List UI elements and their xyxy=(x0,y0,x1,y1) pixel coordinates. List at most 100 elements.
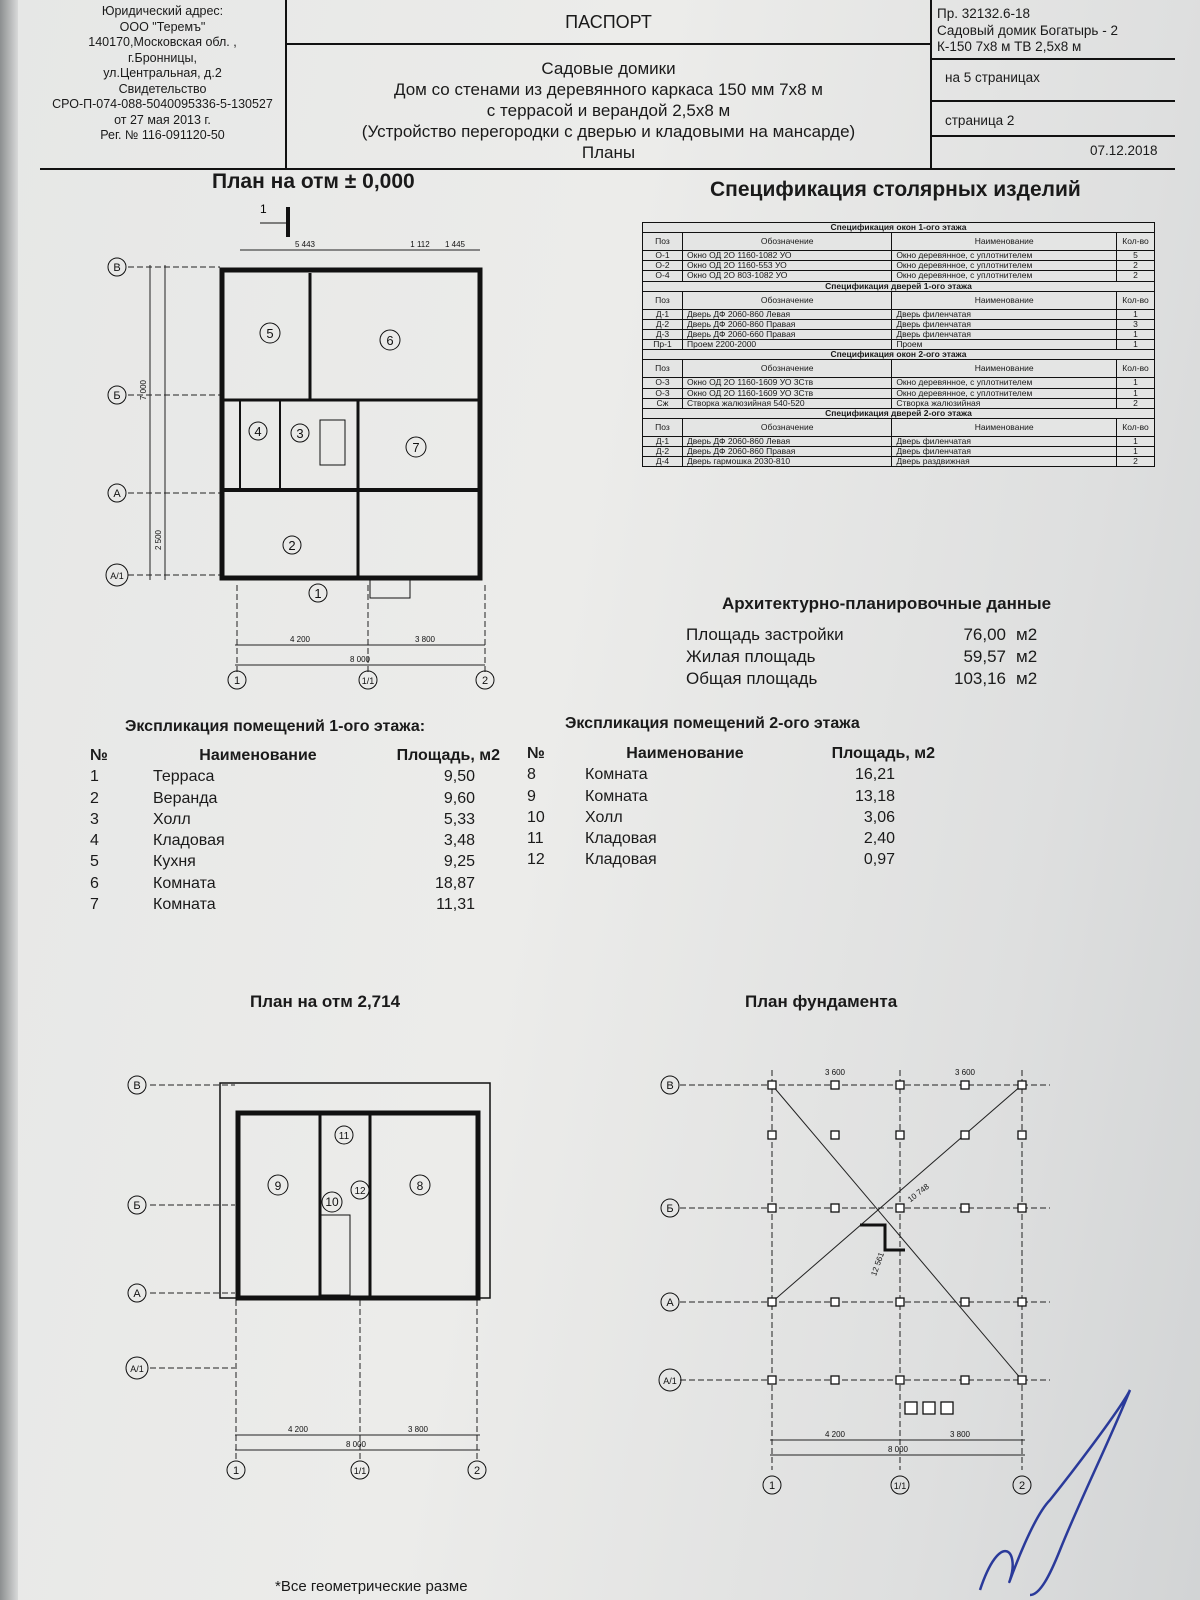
expl-column-header: Площадь, м2 xyxy=(831,745,935,762)
header-divider xyxy=(930,0,932,168)
pile-marker xyxy=(767,1203,777,1213)
room-11-label: 11 xyxy=(339,1131,350,1142)
spec-cell: 2 xyxy=(1116,456,1155,468)
spec-cell: Д-3 xyxy=(642,328,683,341)
spec-cell: Окно ОД 2О 803-1082 УО xyxy=(681,270,893,282)
spec-cell: Д-4 xyxy=(642,456,683,468)
axis-label: Б xyxy=(113,390,120,402)
spec-section-row: Спецификация дверей 2-ого этажа xyxy=(642,407,1155,419)
room-8-label: 8 xyxy=(417,1179,424,1193)
pile-marker xyxy=(960,1203,970,1213)
dim-label: 4 200 xyxy=(288,1425,309,1434)
room-2-label: 2 xyxy=(288,538,295,553)
room-3-label: 3 xyxy=(296,426,303,441)
room-7-label: 7 xyxy=(412,440,419,455)
spec-cell: О-1 xyxy=(642,249,683,262)
axis-label: Б xyxy=(666,1203,673,1215)
spec-cell: Проем xyxy=(891,339,1117,351)
spec-section-row: Спецификация окон 1-ого этажа xyxy=(642,222,1155,233)
expl-cell: 4 xyxy=(90,832,99,850)
axis-label: 1 xyxy=(234,675,240,687)
signature xyxy=(978,1389,1132,1597)
pile-marker xyxy=(960,1297,970,1307)
spec-cell: Окно деревянное, с уплотнителем xyxy=(891,249,1117,262)
spec-column-header: Поз xyxy=(642,290,683,310)
pile-marker xyxy=(960,1080,970,1090)
spec-cell: Сж xyxy=(642,397,683,409)
attic-wall xyxy=(235,1110,481,1301)
spec-column-header: Поз xyxy=(642,232,683,251)
header-divider xyxy=(930,135,1175,137)
arch-unit: м2 xyxy=(1016,625,1038,644)
pile-marker xyxy=(904,1401,918,1415)
axis-label: А/1 xyxy=(110,571,124,581)
plan3-title: План фундамента xyxy=(745,992,898,1011)
entrance-steps xyxy=(369,577,411,599)
expl-cell: Холл xyxy=(153,810,191,828)
spec-column-header: Наименование xyxy=(891,417,1117,437)
expl-cell: 3,48 xyxy=(443,832,475,850)
axis-label: 2 xyxy=(482,675,488,687)
spec-cell: Дверь филенчатая xyxy=(891,318,1117,330)
spec-cell: 2 xyxy=(1116,260,1155,272)
attic-floor-plan: 8 9 10 11 12 4 200 3 800 8 000 В Б А А/1… xyxy=(125,1075,491,1480)
address-line: Свидетельство xyxy=(118,81,207,96)
expl-cell: Комната xyxy=(585,766,648,784)
arch-unit: м2 xyxy=(1016,647,1038,666)
header-divider xyxy=(285,43,930,45)
spec-cell: Окно деревянное, с уплотнителем xyxy=(891,270,1117,282)
axis-label: Б xyxy=(133,1200,140,1212)
spec-cell: Окно деревянное, с уплотнителем xyxy=(891,260,1117,272)
pile-marker xyxy=(960,1375,970,1385)
arch-label: Площадь застройки xyxy=(686,625,844,644)
spec-cell: 1 xyxy=(1116,446,1155,458)
room-6-label: 6 xyxy=(386,333,393,348)
spec-cell: 2 xyxy=(1116,397,1155,409)
dim-label: 8 000 xyxy=(346,1440,367,1449)
stairs xyxy=(319,419,346,466)
spec-cell: Дверь ДФ 2060-860 Левая xyxy=(681,308,893,320)
spec-cell: Д-2 xyxy=(642,446,683,458)
pile-marker xyxy=(767,1130,777,1140)
dim-label: 4 200 xyxy=(290,635,311,644)
spec-section-title: Спецификация дверей 1-ого этажа xyxy=(642,280,1155,292)
room-9-label: 9 xyxy=(275,1179,282,1193)
pile-marker xyxy=(960,1130,970,1140)
spec-cell: Дверь ДФ 2060-660 Правая xyxy=(681,328,893,341)
dim-label: 7 000 xyxy=(139,379,148,400)
address-line: СРО-П-074-088-5040095336-5-130527 xyxy=(52,97,273,111)
spec-cell: О-3 xyxy=(642,377,683,389)
dim-label: 3 800 xyxy=(950,1430,971,1439)
pile-marker xyxy=(922,1401,936,1415)
arch-unit: м2 xyxy=(1016,669,1038,688)
spec-column-header: Наименование xyxy=(891,232,1117,251)
axis-label: 1 xyxy=(233,1465,239,1477)
spec-cell: Окно ОД 2О 1160-553 УО xyxy=(681,260,893,272)
expl-cell: 1 xyxy=(90,768,99,786)
arch-data-title: Архитектурно-планировочные данные xyxy=(722,594,1052,613)
spec-cell: Окно деревянное, с уплотнителем xyxy=(891,377,1117,389)
doc-title: Садовые домики Дом со стенами из деревян… xyxy=(287,58,930,163)
dim-label: 12 561 xyxy=(869,1251,886,1278)
dim-label: 8 000 xyxy=(888,1445,909,1454)
pile-marker xyxy=(1017,1203,1027,1213)
doc-type: ПАСПОРТ xyxy=(565,12,652,32)
spec-section-title: Спецификация дверей 2-ого этажа xyxy=(642,407,1155,419)
plan1-title: План на отм ± 0,000 xyxy=(212,170,415,193)
expl-column-header: № xyxy=(527,745,545,762)
